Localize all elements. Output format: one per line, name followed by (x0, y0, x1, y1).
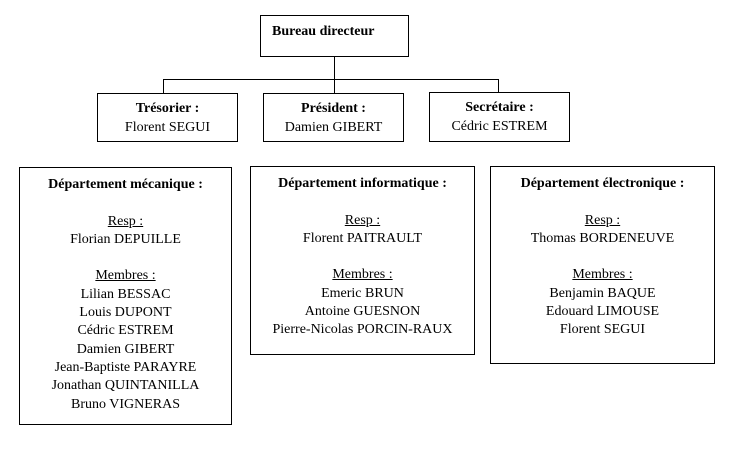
tresorier-role: Trésorier : (135, 101, 200, 116)
bureau-directeur-title: Bureau directeur (272, 24, 375, 39)
dept-title: Département mécanique : (48, 177, 203, 192)
member-item: Cédric ESTREM (77, 323, 174, 339)
member-item: Antoine GUESNON (304, 304, 421, 320)
departement-informatique-box: Département informatique : Resp : Floren… (250, 166, 475, 355)
member-item: Lilian BESSAC (80, 286, 171, 302)
bureau-directeur-box: Bureau directeur (260, 15, 409, 57)
resp-name: Thomas BORDENEUVE (530, 230, 675, 246)
connector-secretaire (498, 79, 499, 92)
connector-horizontal (163, 79, 499, 80)
members-label: Membres : (95, 268, 156, 284)
connector-tresorier (163, 79, 164, 93)
tresorier-name: Florent SEGUI (124, 120, 211, 135)
connector-trunk (334, 57, 335, 79)
member-item: Emeric BRUN (321, 285, 404, 301)
member-item: Jonathan QUINTANILLA (51, 378, 200, 394)
members-label: Membres : (332, 267, 393, 283)
resp-label: Resp : (107, 213, 144, 229)
member-item: Bruno VIGNERAS (70, 396, 181, 412)
president-name: Damien GIBERT (284, 120, 383, 135)
secretaire-name: Cédric ESTREM (451, 119, 548, 134)
tresorier-box: Trésorier : Florent SEGUI (97, 93, 238, 142)
departement-electronique-box: Département électronique : Resp : Thomas… (490, 166, 715, 364)
member-item: Florent SEGUI (559, 322, 646, 338)
member-item: Benjamin BAQUE (549, 285, 656, 301)
member-item: Louis DUPONT (79, 305, 172, 321)
member-item: Damien GIBERT (76, 341, 175, 357)
resp-name: Florent PAITRAULT (302, 230, 423, 246)
dept-title: Département informatique : (278, 176, 447, 191)
dept-title: Département électronique : (520, 176, 685, 191)
connector-president (334, 79, 335, 93)
secretaire-box: Secrétaire : Cédric ESTREM (429, 92, 570, 142)
member-item: Pierre-Nicolas PORCIN-RAUX (272, 322, 453, 338)
president-role: Président : (301, 101, 366, 116)
member-item: Jean-Baptiste PARAYRE (54, 359, 197, 375)
president-box: Président : Damien GIBERT (263, 93, 404, 142)
resp-label: Resp : (584, 212, 621, 228)
members-label: Membres : (572, 267, 633, 283)
departement-mecanique-box: Département mécanique : Resp : Florian D… (19, 167, 232, 425)
secretaire-role: Secrétaire : (465, 100, 534, 115)
member-item: Edouard LIMOUSE (545, 304, 660, 320)
resp-name: Florian DEPUILLE (70, 231, 181, 247)
resp-label: Resp : (344, 212, 381, 228)
